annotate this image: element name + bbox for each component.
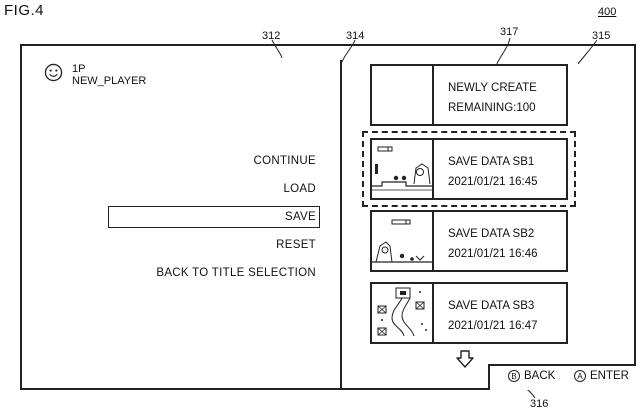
save-slot-sb1[interactable]: SAVE DATA SB1 2021/01/21 16:45 [370,138,568,200]
a-button-icon: A [574,370,586,382]
b-button-icon: B [508,370,520,382]
slot-title: SAVE DATA SB1 [448,156,535,168]
player-name: NEW_PLAYER [72,75,147,87]
save-slot-new[interactable]: NEWLY CREATE REMAINING:100 [370,64,568,126]
panel-divider [340,60,342,388]
ref-312: 312 [262,30,281,42]
slot-thumbnail-scene [372,140,434,198]
ref-400: 400 [598,6,617,18]
slot-title: SAVE DATA SB3 [448,300,535,312]
down-arrow-icon[interactable] [456,350,474,368]
smiley-face-icon [44,63,63,82]
player-info: 1P NEW_PLAYER [72,63,146,87]
ref-314: 314 [346,30,365,42]
menu-item-reset[interactable]: RESET [276,239,316,251]
slot-thumbnail-blank [372,66,434,124]
slot-selection-cursor [362,131,576,207]
ref-315: 315 [592,30,611,42]
menu-item-continue[interactable]: CONTINUE [253,155,316,167]
slot-detail: 2021/01/21 16:45 [448,176,538,188]
slot-thumbnail-map [372,284,434,342]
save-slot-sb2[interactable]: SAVE DATA SB2 2021/01/21 16:46 [370,210,568,272]
menu-item-save[interactable]: SAVE [284,211,316,223]
ref-317: 317 [500,26,519,38]
figure-label: FIG.4 [4,2,45,19]
enter-label: ENTER [590,370,629,382]
slot-detail: 2021/01/21 16:46 [448,248,538,260]
slot-title: SAVE DATA SB2 [448,228,535,240]
slot-detail: REMAINING:100 [448,102,536,114]
save-slot-sb3[interactable]: SAVE DATA SB3 2021/01/21 16:47 [370,282,568,344]
menu-selection-highlight [108,206,320,228]
controls-bar: B BACK A ENTER [488,364,636,390]
ref-316: 316 [530,398,549,410]
back-control[interactable]: B BACK [508,370,555,382]
menu-item-load[interactable]: LOAD [283,183,316,195]
player-slot: 1P [72,63,86,75]
menu-item-back-to-title[interactable]: BACK TO TITLE SELECTION [156,267,316,279]
enter-control[interactable]: A ENTER [574,370,629,382]
game-screen [20,44,636,390]
slot-title: NEWLY CREATE [448,82,537,94]
slot-detail: 2021/01/21 16:47 [448,320,538,332]
back-label: BACK [524,370,556,382]
slot-thumbnail-scene [372,212,434,270]
